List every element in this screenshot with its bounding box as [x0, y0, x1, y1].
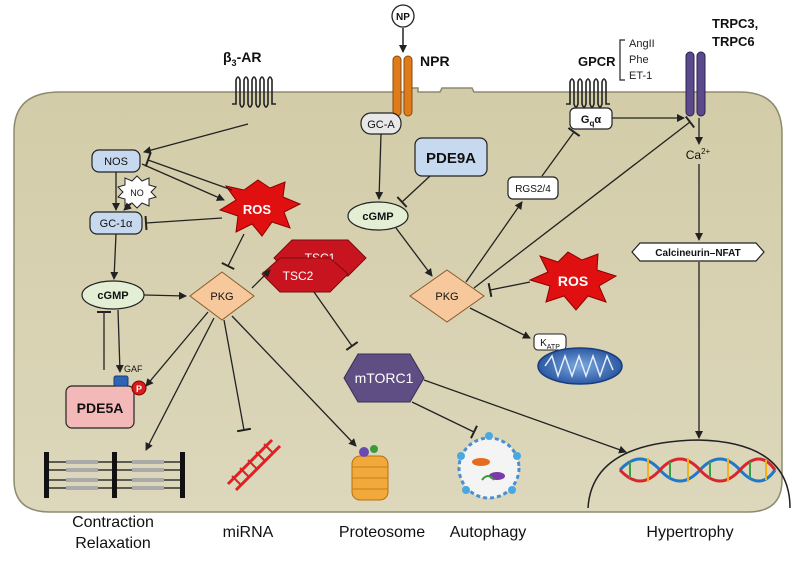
gpcr-receptor: [566, 78, 610, 108]
b3ar-to-nos-arrow: [143, 123, 249, 155]
calcineurin-node: [631, 242, 765, 262]
autophagy-icon: [457, 432, 521, 500]
ros-inhibits-gc1a: [144, 215, 223, 231]
trpc-label-2: TRPC6: [712, 34, 755, 49]
ros-left-burst: [218, 179, 302, 237]
gpcr-ligand-bracket: [619, 39, 625, 81]
cgmp-to-pkg-mid-arrow: [395, 227, 433, 277]
pkg-left-label: PKG: [210, 291, 233, 303]
outcome-autophagy: Autophagy: [450, 524, 527, 541]
no-label: NO: [130, 188, 144, 198]
tsc-inhibits-mtorc1: [313, 291, 359, 351]
gpcr-label: GPCR: [578, 54, 616, 69]
tsc2-label: TSC2: [283, 269, 314, 283]
no-to-gc1a-arrow: [123, 202, 132, 211]
trpc-label-1: TRPC3,: [712, 16, 758, 31]
pde9a-inhibits-cgmp: [396, 175, 431, 208]
pkg-to-proteosome-arrow: [231, 315, 357, 447]
sarcomere-icon: [44, 452, 185, 498]
nos-label: NOS: [104, 156, 128, 168]
gaf-domain: [113, 375, 129, 387]
pde5a-label: PDE5A: [77, 400, 124, 416]
gca-to-cgmp-arrow: [375, 133, 384, 200]
gqa-label: Gqα: [581, 114, 601, 128]
tsc2-node: [261, 257, 349, 293]
nucleus-arc: [587, 439, 791, 509]
cell-membrane: [13, 87, 783, 513]
outcome-proteosome: Proteosome: [339, 524, 425, 541]
gaf-label: GAF: [124, 364, 143, 374]
pkg-inhibits-trpc: [473, 115, 696, 289]
dna-helix-icon: [618, 457, 777, 483]
outcome-hypertrophy: Hypertrophy: [646, 524, 733, 541]
pde9a-label: PDE9A: [426, 150, 476, 167]
mtorc1-label: mTORC1: [355, 370, 414, 386]
pkg-mid-label: PKG: [435, 291, 458, 303]
pkg-left-node: [189, 271, 255, 321]
b3ar-label: β3-AR: [223, 49, 261, 68]
outcome-contraction: Contraction: [72, 514, 154, 531]
mirna-icon: [226, 438, 282, 492]
pde9a-node: [414, 137, 488, 177]
katp-node: [533, 333, 567, 351]
calcineurin-label: Calcineurin–NFAT: [655, 248, 740, 259]
nos-to-ros-arrow: [141, 163, 225, 201]
rgs-node: [507, 176, 559, 200]
npr-receptor-left: [392, 55, 402, 117]
ligand-et1: ET-1: [629, 70, 652, 82]
no-burst: [117, 175, 157, 209]
cgmp-to-pde5a-arrow: [115, 309, 124, 373]
proteosome-icon: [351, 445, 389, 501]
pkg-inhibits-mirna: [223, 319, 252, 433]
pkg-to-rgs-arrow: [465, 201, 523, 283]
connectors: [97, 114, 703, 454]
mtorc1-inhibits-autophagy: [411, 401, 478, 439]
ros-left-label: ROS: [243, 202, 272, 217]
ros-right-burst: [528, 251, 618, 311]
mitochondrion-cristae: [544, 353, 614, 379]
outcome-mirna: miRNA: [223, 524, 274, 541]
katp-label: KATP: [540, 338, 560, 351]
phospho-node: [131, 380, 147, 396]
pkg-mid-node: [409, 269, 485, 323]
mtorc1-to-hypertrophy-arrow: [423, 379, 627, 454]
ca-label: Ca2+: [686, 147, 711, 162]
pkg-to-katp-arrow: [469, 307, 531, 339]
phospho-label: P: [136, 384, 142, 394]
gca-label: GC-A: [367, 119, 395, 131]
cgmp-to-pkg-arrow: [143, 291, 187, 300]
pkg-to-tsc-arrow: [251, 269, 271, 289]
cgmp-left-label: cGMP: [97, 290, 128, 302]
pkg-to-sarcomere-arrow: [145, 317, 215, 451]
trpc-receptor-left: [685, 51, 695, 117]
cgmp-mid-label: cGMP: [362, 211, 393, 223]
npr-receptor-right: [403, 55, 413, 117]
pde5a-node: [65, 385, 135, 429]
rgs-label: RGS2/4: [515, 184, 551, 195]
mtorc1-node: [343, 353, 425, 403]
ros-inhibits-pkg-mid: [487, 281, 531, 298]
trpc-receptor-right: [696, 51, 706, 117]
ros-inhibits-pkg: [221, 233, 245, 271]
ros-inhibits-nos: [144, 153, 233, 191]
rgs-inhibits-gqa: [541, 127, 581, 177]
pkg-to-pde5a-arrow: [145, 311, 209, 387]
gc1a-label: GC-1α: [100, 218, 133, 230]
ligand-phe: Phe: [629, 54, 649, 66]
ros-right-label: ROS: [558, 273, 588, 289]
cgmp-mid-node: [347, 201, 409, 231]
mitochondrion-icon: [537, 347, 623, 385]
np-label: NP: [396, 12, 410, 23]
b3ar-receptor: [232, 76, 276, 108]
ligand-angii: AngII: [629, 38, 655, 50]
gc1a-to-cgmp-arrow: [110, 233, 119, 280]
outcome-relaxation: Relaxation: [75, 535, 151, 552]
np-node: [391, 4, 415, 28]
npr-label: NPR: [420, 53, 450, 69]
